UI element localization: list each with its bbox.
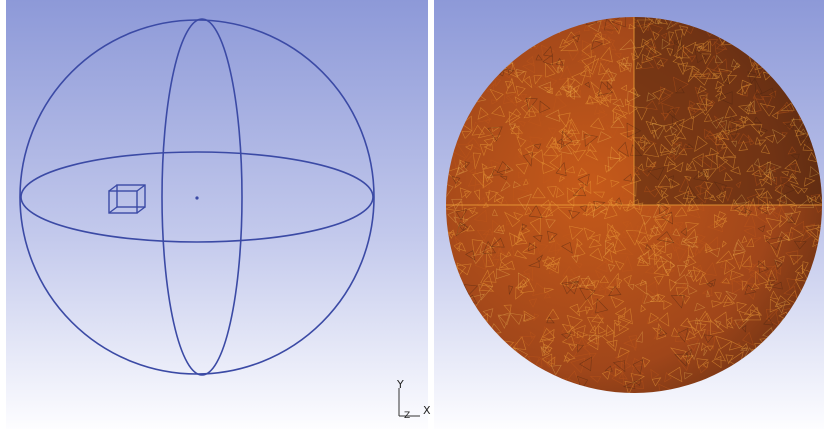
axis-z-label: Z	[404, 411, 411, 421]
center-point	[195, 196, 199, 200]
axis-triad	[398, 388, 420, 417]
geometry-canvas	[6, 0, 428, 429]
equator-ellipse	[20, 151, 374, 243]
geometry-viewport[interactable]	[6, 0, 428, 429]
axis-y-label: Y	[397, 378, 404, 391]
box-body	[108, 184, 146, 214]
mesh-viewport[interactable]	[434, 0, 824, 429]
axis-x-label: X	[423, 404, 431, 417]
viewport-background	[6, 0, 428, 429]
mesh-wire-layer	[446, 17, 822, 393]
meridian-ellipse	[161, 18, 243, 376]
mesh-canvas	[434, 0, 824, 429]
